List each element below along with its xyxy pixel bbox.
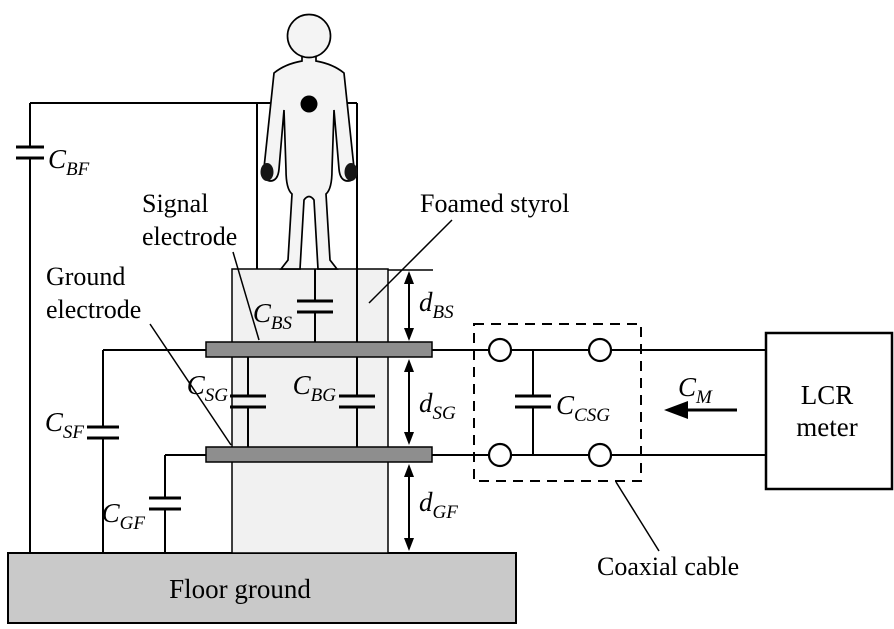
arrow-down-icon (404, 538, 414, 551)
lcr-meter-label-line2: meter (796, 412, 857, 442)
coaxial-cable-section: CCSG Coaxial cable (432, 323, 766, 581)
arrow-up-icon (404, 359, 414, 372)
body-floor-wiring: CBF CSF CGF (16, 102, 358, 553)
arrow-up-icon (404, 464, 414, 477)
capacitor-c-bs-label: CBS (253, 298, 293, 334)
measurement-direction: CM (664, 372, 737, 419)
lcr-meter-label-line1: LCR (801, 380, 854, 410)
dimension-d-sg: dSG (404, 359, 456, 445)
floor-ground-slab (7, 552, 517, 624)
human-body-silhouette (262, 51, 356, 270)
capacitor-c-csg-label: CCSG (556, 390, 610, 426)
human-hand-right (344, 163, 358, 181)
capacitor-c-gf: CGF (102, 454, 206, 553)
foamed-styrol-label: Foamed styrol (420, 189, 570, 218)
signal-electrode-label-line2: electrode (142, 222, 237, 251)
capacitor-c-bg: CBG (293, 269, 375, 447)
ground-electrode-label-line2: electrode (46, 295, 141, 324)
human-figure (260, 13, 358, 270)
capacitor-c-sf: CSF (45, 349, 206, 553)
coax-dashed-outline (473, 323, 642, 482)
foamed-styrol-block (231, 268, 389, 554)
lcr-meter: LCR meter (764, 331, 894, 491)
capacitor-c-m-label: CM (678, 372, 713, 408)
coax-connector-bottom-right (587, 442, 613, 468)
ground-electrode-label-line1: Ground (46, 262, 125, 291)
dimension-d-gf: dGF (404, 464, 458, 551)
capacitor-c-bf-label: CBF (48, 144, 90, 180)
chest-contact-dot (300, 95, 318, 113)
coaxial-cable-label: Coaxial cable (597, 552, 739, 581)
signal-electrode-pointer-line (232, 251, 260, 341)
lcr-meter-box (764, 331, 894, 491)
signal-electrode-bar (205, 341, 433, 358)
capacitor-c-sg-label: CSG (187, 370, 229, 406)
dimension-annotations: dBS dSG dGF (388, 269, 458, 551)
floor-ground: Floor ground (7, 552, 517, 624)
capacitor-c-gf-label: CGF (102, 498, 146, 534)
human-head (286, 13, 332, 59)
coaxial-cable-pointer-line (615, 481, 660, 552)
capacitor-c-csg: CCSG (515, 350, 610, 455)
arrow-up-icon (404, 271, 414, 284)
floor-ground-label: Floor ground (169, 574, 311, 604)
coax-connector-top-left (487, 337, 513, 363)
human-hand-left (260, 163, 274, 181)
arrow-down-icon (404, 432, 414, 445)
capacitor-c-sg: CSG (187, 357, 266, 447)
dimension-d-bs: dBS (404, 271, 454, 341)
dimension-d-sg-label: dSG (419, 388, 456, 424)
dimension-d-bs-label: dBS (419, 287, 454, 323)
capacitor-c-sf-label: CSF (45, 407, 85, 443)
ground-electrode-pointer-line (149, 323, 232, 446)
callout-signal-electrode: Signal electrode (142, 189, 260, 341)
signal-electrode-label-line1: Signal (142, 189, 208, 218)
coax-connector-top-right (587, 337, 613, 363)
callout-ground-electrode: Ground electrode (46, 262, 232, 446)
capacitor-c-bg-label: CBG (293, 370, 337, 406)
measurement-arrow-head-icon (664, 401, 688, 419)
callout-foamed-styrol: Foamed styrol (368, 189, 570, 304)
capacitor-c-bf: CBF (16, 103, 90, 553)
foamed-styrol-pointer-line (368, 219, 453, 304)
coax-connector-bottom-left (487, 442, 513, 468)
ground-electrode-bar (205, 446, 433, 463)
arrow-down-icon (404, 328, 414, 341)
dimension-d-gf-label: dGF (419, 487, 458, 523)
capacitor-c-bs: CBS (253, 269, 333, 342)
